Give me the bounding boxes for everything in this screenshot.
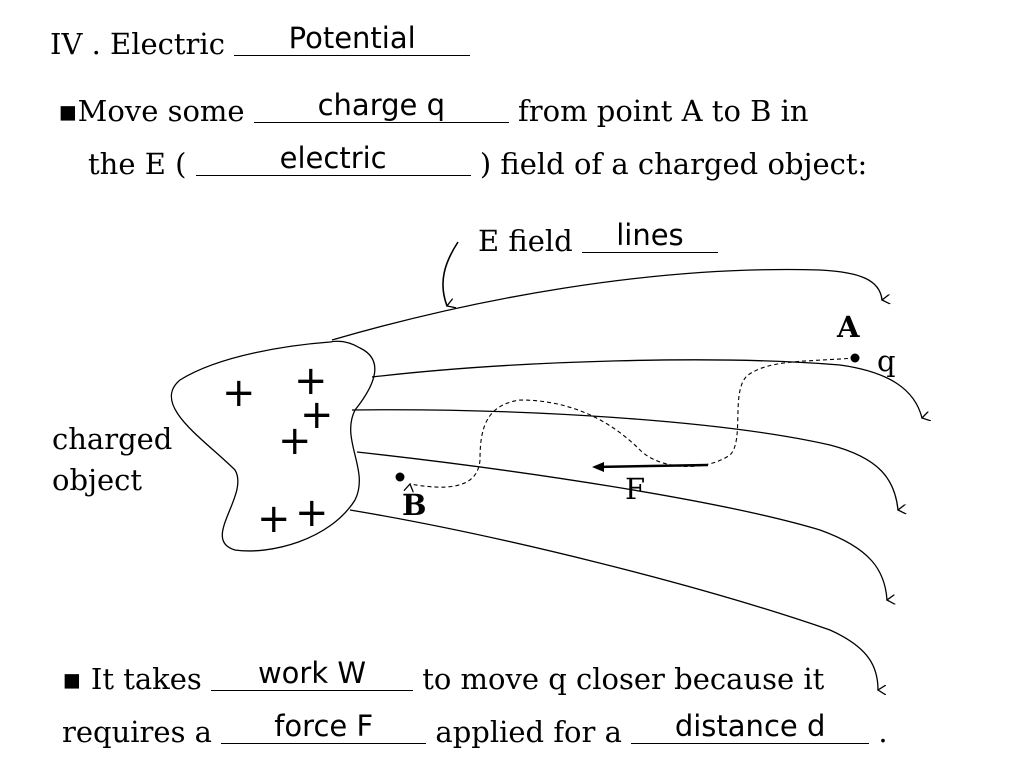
point-a-dot [850, 353, 860, 363]
plus-sign: + [257, 496, 291, 542]
field-line-3 [351, 409, 898, 510]
bullet2-line2-pre: requires a [62, 715, 222, 749]
point-b-label: B [402, 488, 427, 522]
plus-sign: + [294, 358, 328, 404]
field-line-4 [356, 451, 887, 600]
field-line-5 [349, 509, 878, 690]
plus-sign: + [300, 392, 334, 438]
bullet1-line1: ▪Move some charge q from point A to B in [58, 88, 809, 129]
charge-path-dashed [410, 357, 856, 487]
bullet2-text-pre: It takes [81, 662, 211, 696]
bullet1-text-post: from point A to B in [508, 94, 809, 128]
field-line-1 [331, 268, 882, 341]
bullet1-icon: ▪ [58, 94, 78, 128]
bullet1-blank2: electric [195, 141, 471, 176]
plus-sign: + [222, 370, 256, 416]
bullet2-blank3: distance d [631, 709, 870, 744]
bullet2-line2-post: . [869, 715, 888, 749]
title-text: IV . Electric [50, 27, 235, 61]
title-line: IV . Electric Potential [50, 21, 471, 61]
title-blank: Potential [234, 21, 471, 56]
bullet1-answer2: electric [279, 141, 387, 175]
bullet2-line1: ▪ It takes work W to move q closer becau… [62, 656, 825, 697]
bullet1-line2: the E ( electric ) field of a charged ob… [88, 141, 868, 182]
bullet2-answer2: force F [274, 709, 374, 743]
bullet1-line2-post: ) field of a charged object: [470, 147, 868, 181]
title-answer: Potential [288, 21, 416, 55]
charge-label: q [877, 344, 896, 378]
bullet1-line2-pre: the E ( [88, 147, 196, 181]
efield-text: E field [478, 224, 582, 258]
field-line-2 [371, 359, 922, 418]
force-label: F [625, 472, 646, 506]
charged-object-blob [170, 340, 376, 552]
bullet2-answer1: work W [257, 656, 367, 690]
bullet2-blank2: force F [221, 709, 427, 744]
object-label-2: object [52, 463, 143, 497]
force-arrowhead [592, 462, 604, 472]
efield-label: E field lines [478, 218, 718, 258]
efield-answer: lines [616, 218, 684, 252]
efield-pointer-arrow [442, 241, 459, 306]
bullet1-blank1: charge q [253, 88, 509, 123]
bullet2-line2-mid: applied for a [426, 715, 632, 749]
point-a-label: A [837, 310, 860, 344]
bullet2-line2: requires a force F applied for a distanc… [62, 709, 888, 750]
bullet2-answer3: distance d [674, 709, 826, 743]
force-arrow [594, 463, 709, 469]
object-label-1: charged [52, 422, 173, 456]
plus-sign: + [278, 418, 312, 464]
bullet2-blank1: work W [210, 656, 413, 691]
efield-blank: lines [581, 218, 718, 253]
bullet2-text-post: to move q closer because it [412, 662, 825, 696]
bullet2-icon: ▪ [62, 662, 82, 696]
bullet1-answer1: charge q [317, 88, 445, 122]
plus-sign: + [295, 490, 329, 536]
bullet1-text-pre: Move some [77, 94, 254, 128]
point-b-dot [395, 472, 405, 482]
